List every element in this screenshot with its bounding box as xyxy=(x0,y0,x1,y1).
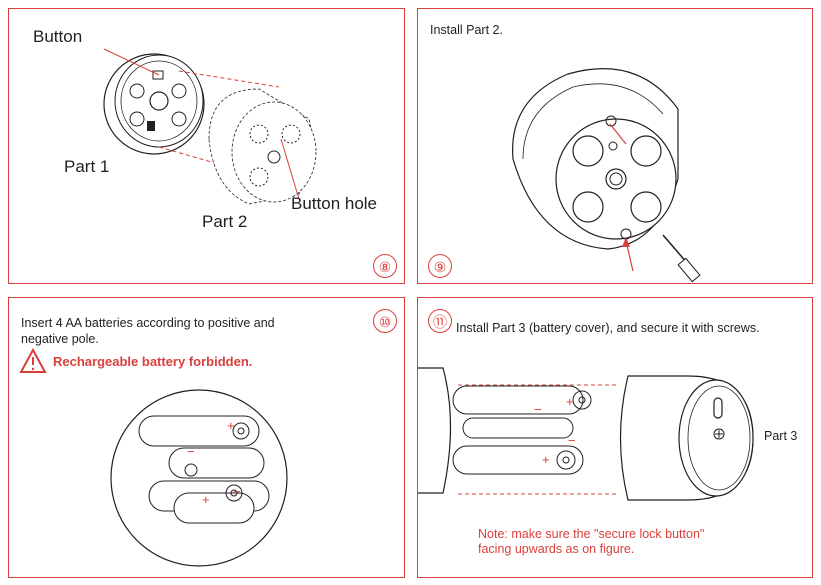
svg-text:+: + xyxy=(566,394,574,409)
warning-battery-illustration: + − + − xyxy=(19,347,288,567)
step-number-badge: ⑩ xyxy=(373,309,397,333)
step-number-badge: ⑧ xyxy=(373,254,397,278)
warning-text: Rechargeable battery forbidden. xyxy=(53,354,253,369)
part1-part2-illustration xyxy=(103,48,317,205)
step-11-panel: ⑪ Install Part 3 (battery cover), and se… xyxy=(417,297,813,578)
button-label: Button xyxy=(33,27,83,46)
step-10-panel: Insert 4 AA batteries according to posit… xyxy=(8,297,405,578)
step-number-badge: ⑨ xyxy=(428,254,452,278)
step-number-badge: ⑪ xyxy=(428,309,452,333)
svg-text:−: − xyxy=(187,444,195,459)
part1-label: Part 1 xyxy=(64,157,110,176)
step-9-instruction: Install Part 2. xyxy=(430,23,503,37)
part2-label: Part 2 xyxy=(202,212,248,231)
button-hole-label: Button hole xyxy=(291,194,378,213)
install-part3-illustration: + − + − xyxy=(418,367,754,501)
svg-text:−: − xyxy=(568,433,576,448)
svg-text:−: − xyxy=(534,402,542,417)
svg-text:+: + xyxy=(542,452,550,467)
step-8-panel: Button Part 1 Part 2 Button hole ⑧ xyxy=(8,8,405,284)
svg-text:+: + xyxy=(227,418,235,433)
install-part2-illustration xyxy=(512,68,701,283)
svg-text:+: + xyxy=(202,492,210,507)
note-text: Note: make sure the "secure lock button"… xyxy=(478,527,705,556)
part3-label: Part 3 xyxy=(764,429,798,443)
step-9-panel: Install Part 2. ⑨ xyxy=(417,8,813,284)
step-10-instruction: Insert 4 AA batteries according to posit… xyxy=(21,316,275,346)
step-11-instruction: Install Part 3 (battery cover), and secu… xyxy=(456,321,760,335)
svg-text:−: − xyxy=(233,484,241,499)
